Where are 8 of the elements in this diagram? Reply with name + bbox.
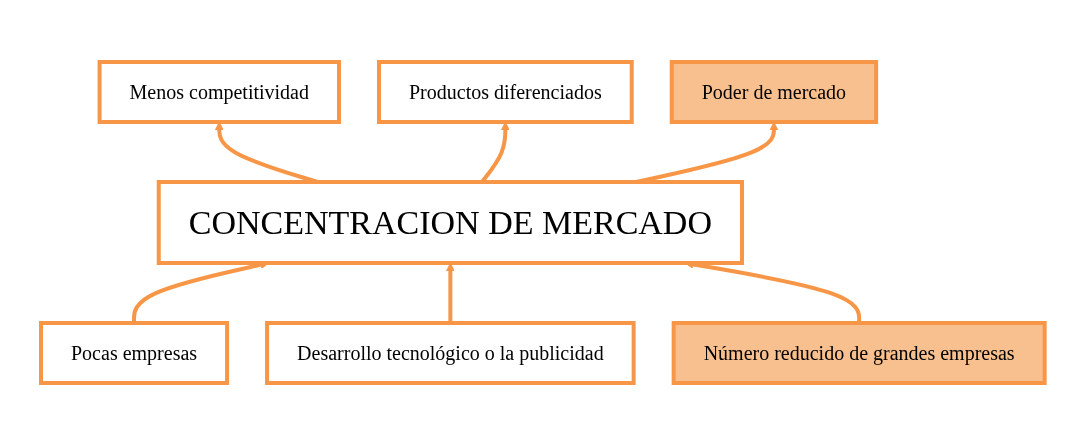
node-box: Menos competitividad [97,59,342,124]
node-box: Pocas empresas [39,320,230,385]
node-box: CONCENTRACION DE MERCADO [156,179,745,265]
node-box: Desarrollo tecnológico o la publicidad [265,320,636,385]
node-box: Poder de mercado [669,59,879,124]
arrow [446,262,455,323]
node-box: Número reducido de grandes empresas [671,320,1047,385]
node-box: Productos diferenciados [377,59,634,124]
